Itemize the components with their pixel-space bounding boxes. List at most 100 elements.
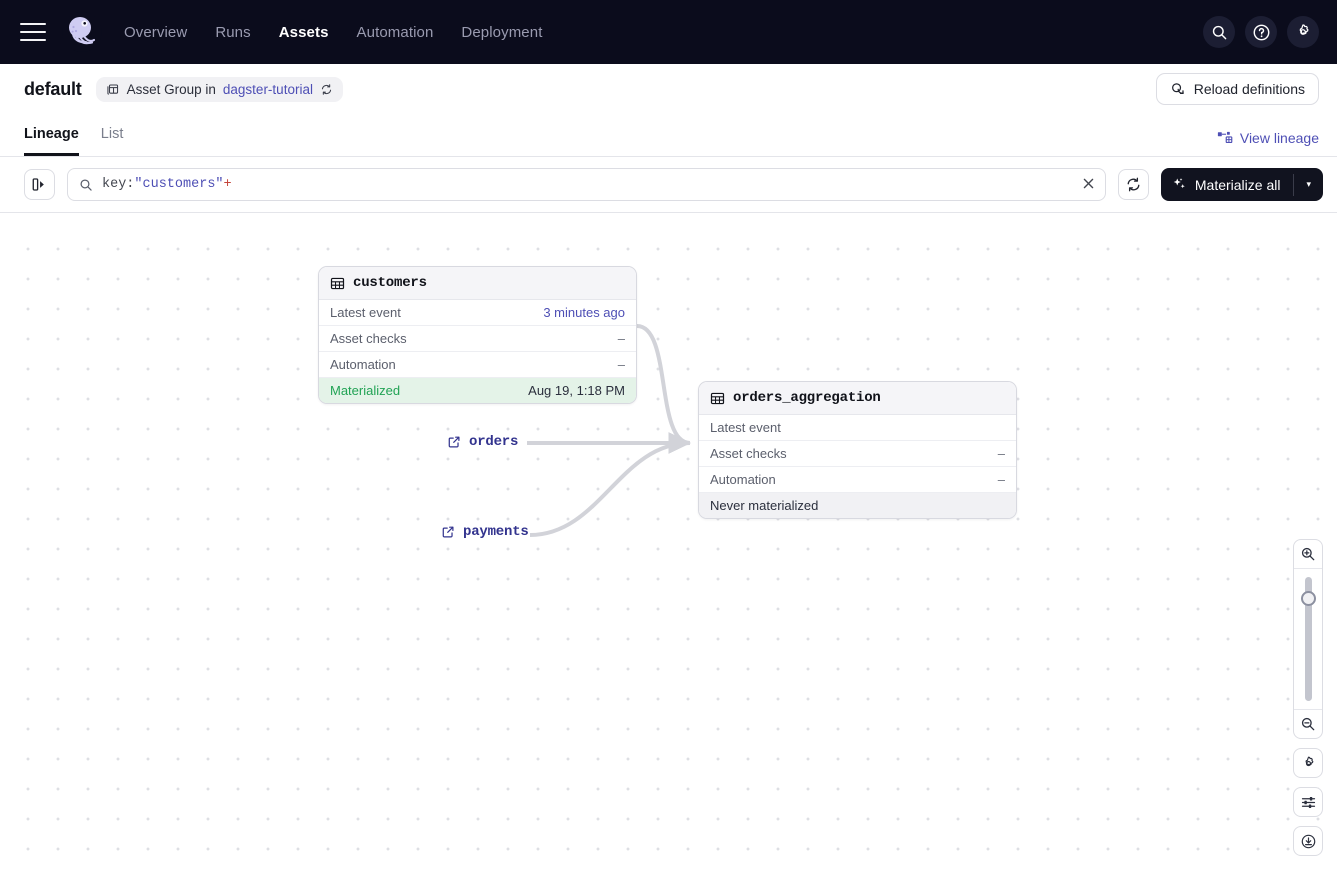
graph-toolbar: key:"customers"+ Materialize all ▾	[0, 157, 1337, 213]
asset-query-search-input[interactable]: key:"customers"+	[67, 168, 1106, 201]
asset-node-title: customers	[353, 275, 427, 291]
settings-gear-icon	[1299, 24, 1309, 35]
refresh-icon[interactable]	[320, 83, 333, 96]
materialize-dropdown-button[interactable]: ▾	[1306, 179, 1311, 189]
search-button[interactable]	[1203, 16, 1235, 48]
graph-zoom-controls	[1293, 539, 1323, 856]
graph-edges	[527, 324, 691, 537]
asset-row-automation: Automation –	[319, 352, 636, 378]
lineage-graph-canvas[interactable]: customers Latest event 3 minutes ago Ass…	[0, 224, 1337, 873]
status-label: Materialized	[330, 383, 401, 398]
nav-item-runs[interactable]: Runs	[215, 23, 251, 41]
external-asset-label: orders	[469, 434, 519, 450]
asset-row-latest-event: Latest event 3 minutes ago	[319, 300, 636, 326]
external-link-icon	[448, 436, 460, 448]
zoom-slider-stack	[1293, 539, 1323, 739]
status-timestamp: Aug 19, 1:18 PM	[528, 383, 625, 398]
external-asset-payments[interactable]: payments	[441, 524, 529, 540]
status-label: Never materialized	[710, 498, 819, 513]
view-lineage-label: View lineage	[1239, 130, 1319, 146]
asset-node-title: orders_aggregation	[733, 390, 881, 406]
asset-row-asset-checks: Asset checks –	[319, 326, 636, 352]
nav-item-deployment[interactable]: Deployment	[461, 23, 543, 41]
download-graph-button[interactable]	[1293, 826, 1323, 856]
asset-status-footer-never-materialized: Never materialized	[699, 493, 1016, 518]
zoom-divider-top	[1294, 568, 1322, 569]
row-label: Latest event	[330, 305, 401, 320]
asset-node-customers[interactable]: customers Latest event 3 minutes ago Ass…	[318, 266, 637, 404]
row-label: Automation	[330, 357, 396, 372]
row-label: Latest event	[710, 420, 781, 435]
reload-definitions-button[interactable]: Reload definitions	[1155, 73, 1319, 105]
tab-list[interactable]: List	[100, 126, 124, 142]
main-nav-items: Overview Runs Assets Automation Deployme…	[124, 24, 542, 41]
table-asset-icon	[710, 392, 725, 404]
zoom-slider-handle[interactable]	[1300, 591, 1316, 606]
search-icon	[80, 178, 92, 191]
tab-list: Lineage List	[24, 126, 123, 156]
settings-button[interactable]	[1287, 16, 1319, 48]
asset-row-asset-checks: Asset checks –	[699, 441, 1016, 467]
row-label: Asset checks	[330, 331, 407, 346]
help-button[interactable]	[1245, 16, 1277, 48]
graph-settings-gear-icon	[1305, 756, 1313, 766]
external-link-icon	[442, 526, 454, 538]
row-label: Automation	[710, 472, 776, 487]
view-tabbar: Lineage List View lineage	[0, 114, 1337, 157]
row-value: –	[997, 472, 1005, 487]
hamburger-menu-icon[interactable]	[20, 23, 46, 41]
external-asset-label: payments	[463, 524, 529, 540]
refresh-icon	[1127, 177, 1140, 192]
asset-node-header: orders_aggregation	[699, 382, 1016, 415]
nav-item-assets[interactable]: Assets	[278, 23, 329, 41]
graph-settings-button[interactable]	[1293, 748, 1323, 778]
query-key: key:	[102, 177, 135, 192]
table-asset-icon	[330, 277, 345, 289]
row-label: Asset checks	[710, 446, 787, 461]
row-value[interactable]: 3 minutes ago	[543, 305, 625, 320]
zoom-out-button[interactable]	[1294, 710, 1322, 738]
zoom-out-icon	[1301, 717, 1315, 731]
row-value: –	[617, 357, 625, 372]
sparkle-icon	[1173, 178, 1185, 189]
graph-filters-icon	[1301, 796, 1315, 808]
zoom-slider-track	[1304, 577, 1312, 701]
chip-prefix-label: Asset Group in	[126, 81, 216, 97]
edge-payments-to-orders-aggregation	[529, 432, 691, 537]
row-value: –	[617, 331, 625, 346]
materialize-all-label-wrap[interactable]: Materialize all	[1161, 177, 1294, 193]
page-titlebar: default Asset Group in dagster-tutorial …	[0, 64, 1337, 114]
materialize-button-divider	[1293, 173, 1295, 196]
tab-lineage[interactable]: Lineage	[24, 126, 79, 156]
query-value: "customers"	[134, 177, 224, 192]
clear-x-icon	[1083, 178, 1094, 188]
zoom-in-icon	[1301, 547, 1315, 561]
reload-icon	[1171, 83, 1184, 94]
zoom-in-button[interactable]	[1294, 540, 1322, 568]
nav-item-automation[interactable]: Automation	[356, 23, 434, 41]
view-lineage-button[interactable]: View lineage	[1217, 130, 1319, 146]
asset-group-breadcrumb-chip[interactable]: Asset Group in dagster-tutorial	[95, 76, 343, 102]
zoom-slider[interactable]	[1294, 569, 1322, 709]
external-asset-orders[interactable]: orders	[447, 434, 518, 450]
asset-node-orders-aggregation[interactable]: orders_aggregation Latest event Asset ch…	[698, 381, 1017, 519]
chip-repository-link[interactable]: dagster-tutorial	[222, 81, 313, 97]
download-graph-icon	[1301, 834, 1315, 848]
zoom-divider-bottom	[1294, 709, 1322, 710]
graph-filters-button[interactable]	[1293, 787, 1323, 817]
refresh-graph-button[interactable]	[1117, 169, 1149, 200]
lineage-graph-icon	[1217, 131, 1233, 143]
clear-search-button[interactable]	[1082, 177, 1095, 193]
asset-status-footer-materialized: Materialized Aug 19, 1:18 PM	[319, 378, 636, 403]
expand-sidebar-panel-button[interactable]	[24, 169, 55, 200]
query-operator: +	[223, 177, 232, 192]
top-navigation-bar: Overview Runs Assets Automation Deployme…	[0, 0, 1337, 64]
dagster-logo[interactable]	[62, 12, 102, 52]
materialize-all-label: Materialize all	[1194, 176, 1281, 193]
nav-item-overview[interactable]: Overview	[124, 23, 188, 41]
materialize-all-button[interactable]: Materialize all ▾	[1160, 168, 1323, 201]
top-nav-actions	[1203, 0, 1319, 64]
asset-node-header: customers	[319, 267, 636, 300]
asset-row-latest-event: Latest event	[699, 415, 1016, 441]
help-icon	[1253, 24, 1269, 40]
